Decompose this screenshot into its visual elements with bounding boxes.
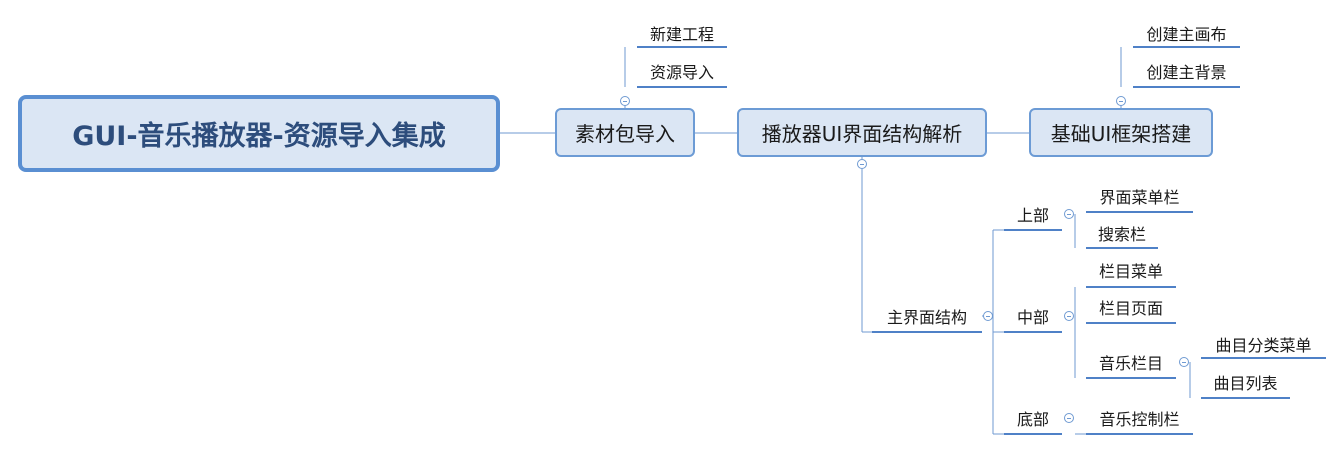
subtopic-main-interface[interactable]: 主界面结构 <box>886 308 967 327</box>
subtopic-create-canvas[interactable]: 创建主画布 <box>1146 25 1227 44</box>
collapse-toggle-icon[interactable] <box>1064 413 1074 423</box>
collapse-toggle-icon[interactable] <box>1116 96 1126 106</box>
collapse-toggle-icon[interactable] <box>1179 357 1189 367</box>
subtopic-search-bar[interactable]: 搜索栏 <box>1097 225 1146 244</box>
subtopic-track-category-menu[interactable]: 曲目分类菜单 <box>1215 336 1312 355</box>
subtopic-track-list[interactable]: 曲目列表 <box>1213 374 1278 393</box>
collapse-toggle-icon[interactable] <box>983 311 993 321</box>
root-topic[interactable]: GUI-音乐播放器-资源导入集成 <box>18 95 500 172</box>
topic-ui-structure[interactable]: 播放器UI界面结构解析 <box>737 108 987 157</box>
topic-framework[interactable]: 基础UI框架搭建 <box>1029 108 1213 157</box>
subtopic-top-section[interactable]: 上部 <box>1016 206 1049 225</box>
collapse-toggle-icon[interactable] <box>620 96 630 106</box>
subtopic-music-column[interactable]: 音乐栏目 <box>1098 354 1163 373</box>
subtopic-new-project[interactable]: 新建工程 <box>649 25 714 44</box>
subtopic-bottom-section[interactable]: 底部 <box>1016 410 1049 429</box>
subtopic-create-background[interactable]: 创建主背景 <box>1146 63 1227 82</box>
subtopic-menu-bar[interactable]: 界面菜单栏 <box>1099 188 1180 207</box>
topic-material-import[interactable]: 素材包导入 <box>555 108 695 157</box>
subtopic-column-page[interactable]: 栏目页面 <box>1098 299 1163 318</box>
collapse-toggle-icon[interactable] <box>857 159 867 169</box>
subtopic-music-control-bar[interactable]: 音乐控制栏 <box>1099 410 1180 429</box>
collapse-toggle-icon[interactable] <box>1064 209 1074 219</box>
subtopic-resource-import[interactable]: 资源导入 <box>649 63 714 82</box>
subtopic-column-menu[interactable]: 栏目菜单 <box>1098 262 1163 281</box>
collapse-toggle-icon[interactable] <box>1064 311 1074 321</box>
subtopic-middle-section[interactable]: 中部 <box>1016 308 1049 327</box>
